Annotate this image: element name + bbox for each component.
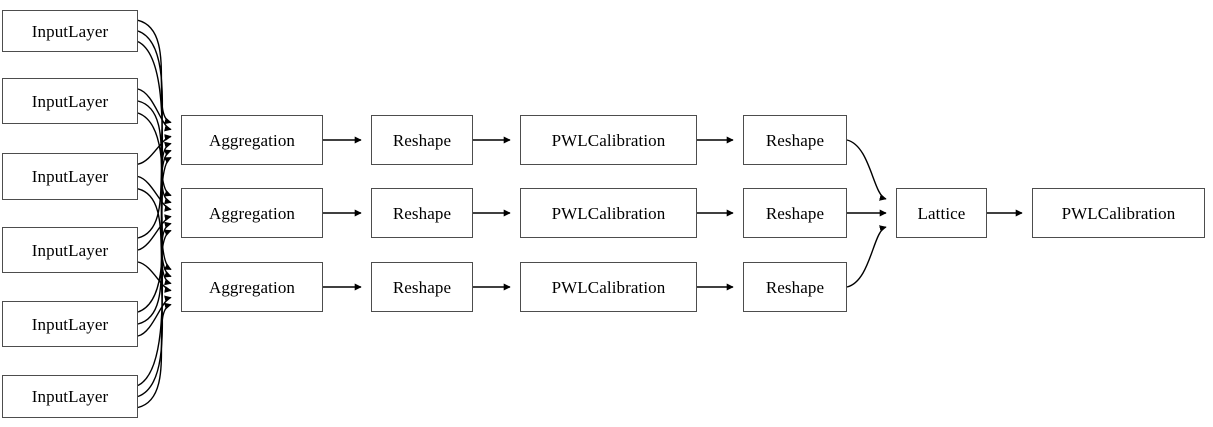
node-label: PWLCalibration — [551, 130, 666, 150]
edge-input_6-to-agg_1 — [137, 156, 172, 387]
graph-node-reshape_a2[interactable]: Reshape — [371, 188, 473, 238]
graph-node-pwl_out[interactable]: PWLCalibration — [1032, 188, 1205, 238]
node-label: InputLayer — [31, 314, 109, 334]
graph-node-input_1[interactable]: InputLayer — [2, 10, 138, 52]
node-label: InputLayer — [31, 91, 109, 111]
graph-node-reshape_a3[interactable]: Reshape — [371, 262, 473, 312]
edge-input_2-to-agg_3 — [137, 112, 172, 278]
node-label: Reshape — [765, 277, 825, 297]
edge-input_2-to-agg_1 — [137, 88, 172, 132]
graph-node-agg_3[interactable]: Aggregation — [181, 262, 323, 312]
node-label: PWLCalibration — [1061, 203, 1176, 223]
edge-input_3-to-agg_3 — [137, 188, 172, 286]
node-label: InputLayer — [31, 387, 109, 406]
graph-node-pwl_2[interactable]: PWLCalibration — [520, 188, 697, 238]
graph-node-input_5[interactable]: InputLayer — [2, 301, 138, 347]
edge-input_1-to-agg_3 — [137, 41, 172, 271]
graph-node-input_4[interactable]: InputLayer — [2, 227, 138, 273]
node-label: PWLCalibration — [551, 203, 666, 223]
edge-input_6-to-agg_2 — [137, 229, 172, 398]
edge-input_4-to-agg_3 — [137, 261, 172, 293]
graph-node-reshape_a1[interactable]: Reshape — [371, 115, 473, 165]
node-label: Reshape — [765, 203, 825, 223]
graph-node-reshape_b3[interactable]: Reshape — [743, 262, 847, 312]
edge-reshape_b1-to-lattice — [846, 139, 887, 201]
node-label: PWLCalibration — [551, 277, 666, 297]
node-label: InputLayer — [31, 167, 109, 186]
node-label: Reshape — [392, 277, 452, 297]
node-label: Lattice — [917, 203, 966, 223]
edge-input_4-to-agg_1 — [137, 141, 172, 239]
node-label: Aggregation — [208, 277, 296, 297]
node-label: Reshape — [392, 130, 452, 150]
graph-node-pwl_3[interactable]: PWLCalibration — [520, 262, 697, 312]
edge-input_1-to-agg_1 — [137, 19, 172, 125]
edge-input_5-to-agg_2 — [137, 221, 172, 325]
edge-input_4-to-agg_2 — [137, 214, 172, 251]
node-label: Reshape — [392, 203, 452, 223]
graph-node-agg_2[interactable]: Aggregation — [181, 188, 323, 238]
graph-node-pwl_1[interactable]: PWLCalibration — [520, 115, 697, 165]
graph-node-agg_1[interactable]: Aggregation — [181, 115, 323, 165]
edge-input_1-to-agg_2 — [137, 30, 172, 197]
edge-input_5-to-agg_1 — [137, 149, 172, 313]
edge-input_3-to-agg_1 — [137, 134, 172, 165]
edge-input_2-to-agg_2 — [137, 100, 172, 205]
edge-input_3-to-agg_2 — [137, 175, 172, 212]
graph-node-input_2[interactable]: InputLayer — [2, 78, 138, 124]
edge-reshape_b3-to-lattice — [846, 225, 887, 288]
edge-input_6-to-agg_3 — [137, 302, 172, 409]
node-label: InputLayer — [31, 240, 109, 260]
graph-node-input_6[interactable]: InputLayer — [2, 375, 138, 418]
node-label: Aggregation — [208, 203, 296, 223]
graph-node-reshape_b1[interactable]: Reshape — [743, 115, 847, 165]
graph-node-reshape_b2[interactable]: Reshape — [743, 188, 847, 238]
edge-input_5-to-agg_3 — [137, 295, 172, 337]
graph-node-input_3[interactable]: InputLayer — [2, 153, 138, 200]
node-label: InputLayer — [31, 21, 109, 41]
node-label: Reshape — [765, 130, 825, 150]
node-label: Aggregation — [208, 130, 296, 150]
graph-node-lattice[interactable]: Lattice — [896, 188, 987, 238]
